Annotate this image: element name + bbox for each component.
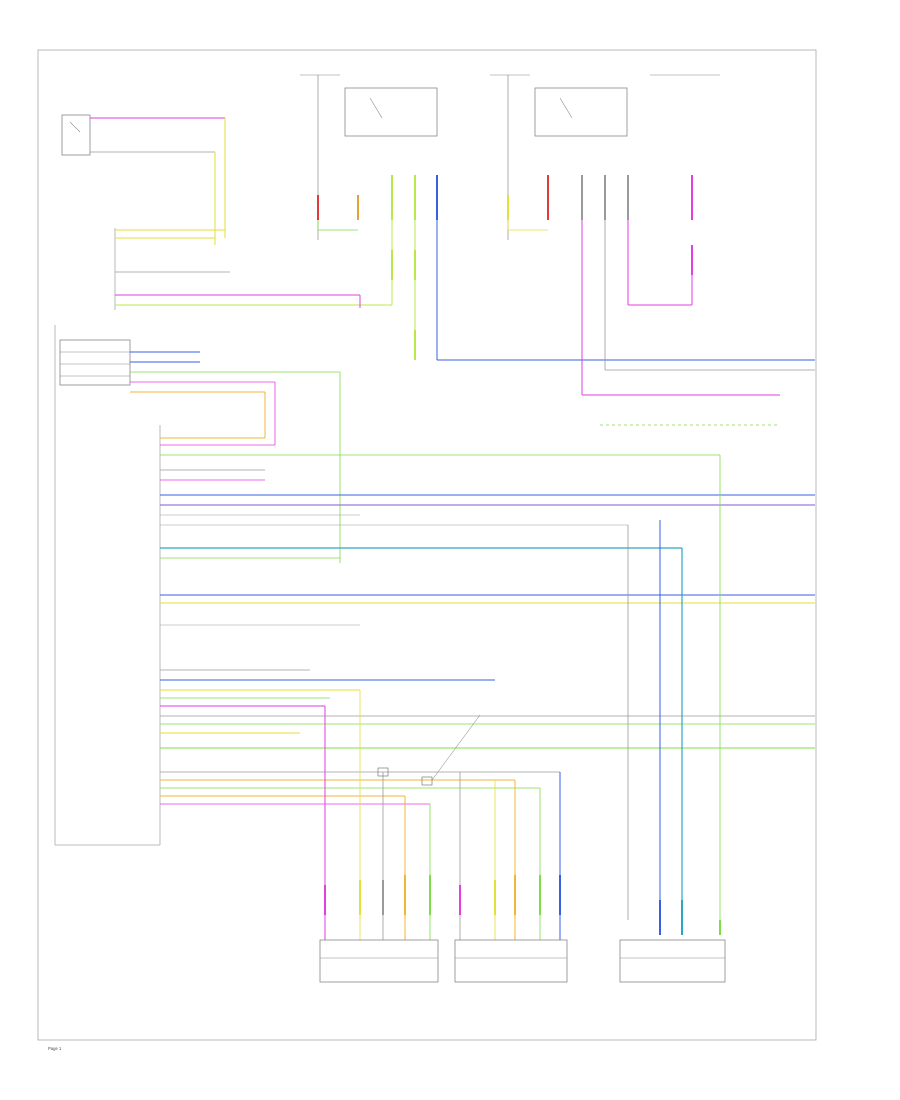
page-label: Page 1	[48, 1046, 62, 1051]
relay-box	[344, 87, 438, 137]
main-module-wires	[160, 437, 815, 805]
diagram-border	[37, 49, 817, 1041]
bottom-device-1	[319, 939, 439, 983]
bottom-device-3	[619, 939, 726, 983]
bottom-device-2	[454, 939, 568, 983]
relay-box	[534, 87, 628, 137]
sensor-box	[61, 114, 91, 156]
